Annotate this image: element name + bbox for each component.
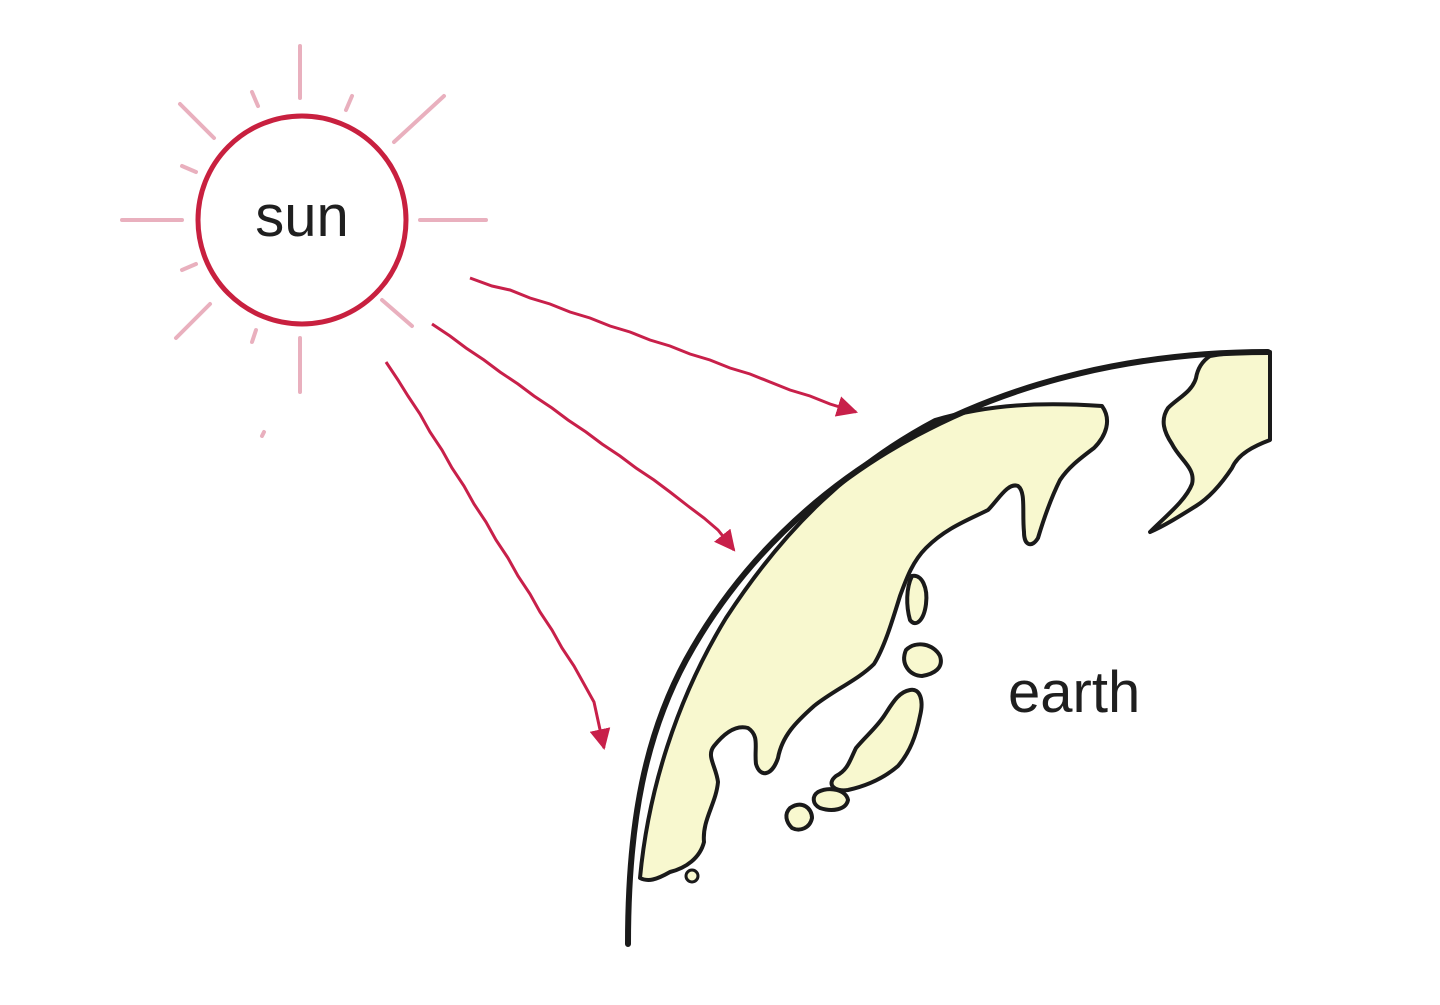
earth-label: earth [1008, 660, 1140, 725]
sun-rays [120, 44, 488, 438]
sunlight-arrow-middle [431, 322, 736, 552]
sun-ray-small-6 [260, 430, 266, 438]
north-america-continent [1148, 350, 1272, 534]
shikoku-island [811, 787, 851, 812]
asia-continent [638, 402, 1110, 882]
earth-globe-icon [625, 349, 1272, 947]
sun-ray-small-1 [250, 90, 260, 108]
sunlight-arrows [384, 276, 859, 751]
sun-label: sun [255, 184, 349, 249]
sun-ray-small-2 [344, 94, 354, 112]
honshu-island [829, 687, 924, 793]
sun-ray-bottom-left [174, 302, 212, 340]
sunlight-arrow-bottom [384, 361, 611, 751]
sun-ray-top-right [392, 94, 446, 144]
sun-ray-small-3 [180, 164, 198, 174]
sun-ray-top-left [178, 102, 216, 140]
taiwan-island [684, 868, 700, 884]
sun-icon [195, 113, 409, 327]
sun-ray-bottom-right [380, 298, 414, 328]
sunlight-arrow-top [469, 276, 859, 417]
kyushu-island [784, 802, 815, 832]
earth-outline [625, 349, 1271, 947]
sun-ray-small-5 [250, 328, 258, 344]
hokkaido-island [902, 642, 943, 679]
sakhalin-island [905, 573, 929, 626]
sun-ray-small-4 [180, 262, 198, 272]
